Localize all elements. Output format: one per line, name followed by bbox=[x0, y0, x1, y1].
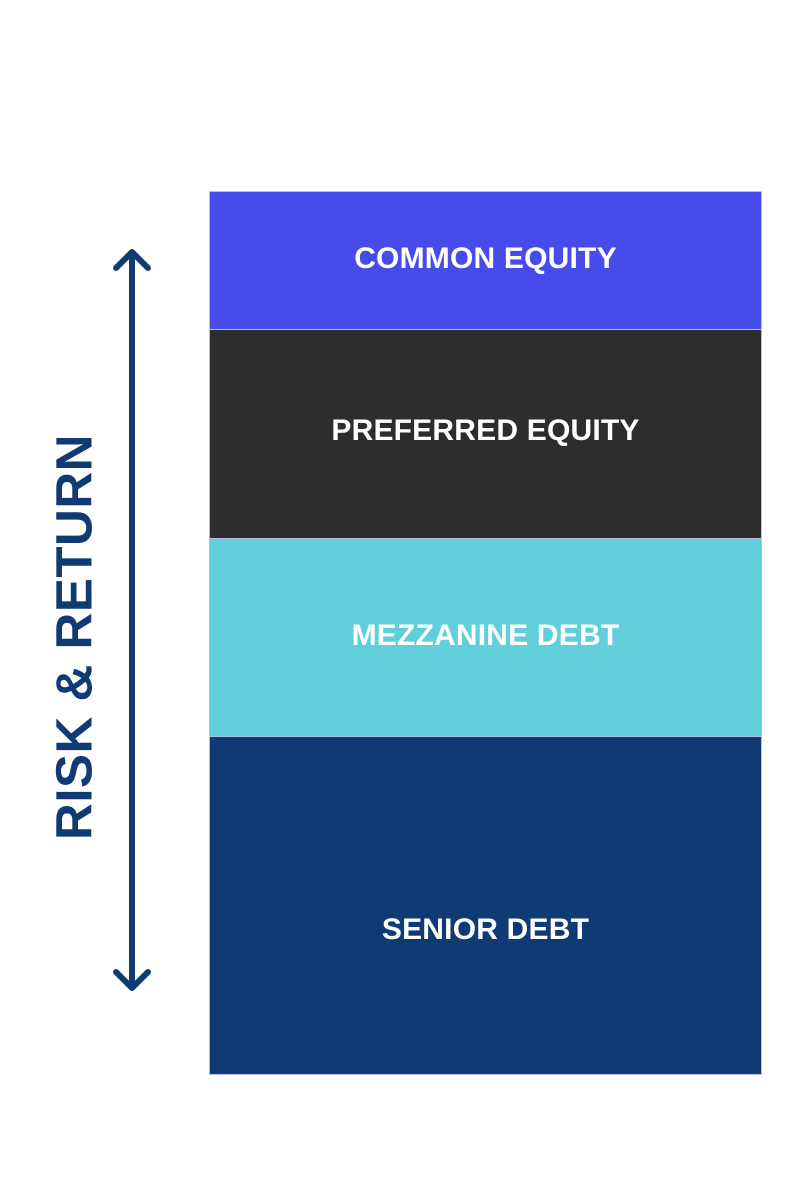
risk-return-label: RISK & RETURN bbox=[45, 433, 103, 841]
senior-debt-layer: SENIOR DEBT bbox=[210, 736, 761, 1074]
capital-stack: COMMON EQUITY PREFERRED EQUITY MEZZANINE… bbox=[209, 191, 762, 1075]
mezzanine-debt-label: MEZZANINE DEBT bbox=[351, 619, 620, 652]
preferred-equity-label: PREFERRED EQUITY bbox=[331, 413, 640, 447]
common-equity-label: COMMON EQUITY bbox=[354, 242, 617, 275]
common-equity-layer: COMMON EQUITY bbox=[210, 192, 761, 329]
mezzanine-debt-layer: MEZZANINE DEBT bbox=[210, 538, 761, 736]
double-headed-arrow-icon bbox=[113, 249, 151, 991]
arrow-head-bottom bbox=[113, 969, 151, 991]
arrow-head-top bbox=[113, 249, 151, 271]
preferred-equity-layer: PREFERRED EQUITY bbox=[210, 329, 761, 538]
senior-debt-label: SENIOR DEBT bbox=[381, 912, 590, 946]
